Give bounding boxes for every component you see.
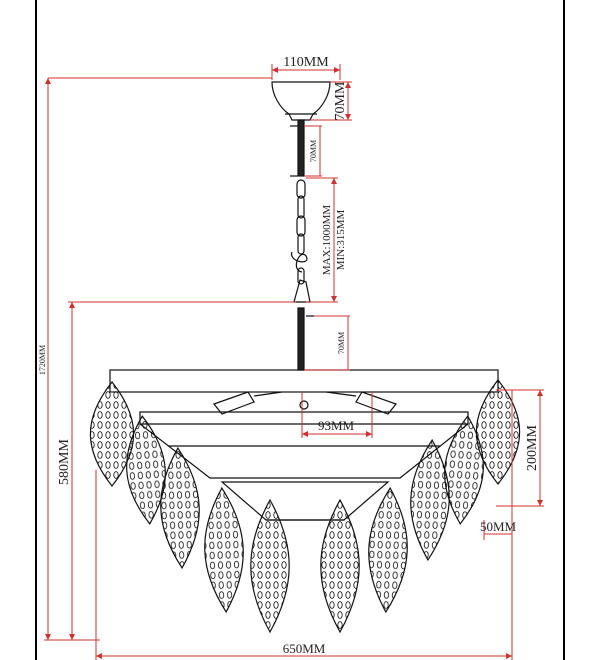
hook	[293, 279, 311, 303]
top-plate	[109, 369, 499, 393]
dimension-labels: 110MM 70MM 70MM MAX:1000MM MIN:315MM 70M…	[38, 55, 540, 656]
leaf-1	[89, 381, 135, 487]
lamp-holders	[213, 391, 397, 415]
leaf-4	[204, 486, 244, 614]
chain	[291, 179, 308, 285]
label-total-height: 1720MM	[38, 345, 47, 375]
leaf-5	[250, 498, 290, 634]
label-center-width: 93MM	[318, 418, 355, 433]
label-overall-width: 650MM	[283, 641, 326, 656]
upper-rod	[297, 119, 305, 177]
leaf-7	[368, 486, 408, 614]
leaf-6	[320, 498, 360, 634]
label-leaf-width: 50MM	[480, 519, 517, 534]
crystal-leaves	[89, 379, 521, 634]
label-body-height: 580MM	[57, 439, 72, 485]
leaf-10	[475, 379, 521, 485]
dimension-lines	[44, 64, 544, 660]
fixture	[109, 81, 499, 521]
dimension-arrows	[45, 67, 543, 659]
leaf-3	[160, 446, 200, 570]
label-rod-upper: 70MM	[309, 140, 318, 162]
leaf-8	[410, 438, 450, 562]
label-chain-min: MIN:315MM	[335, 210, 347, 271]
frame	[35, 0, 565, 660]
leaf-2	[126, 415, 166, 525]
label-leaf-height: 200MM	[525, 425, 540, 471]
lower-rod	[297, 307, 305, 371]
lower-tier	[220, 481, 390, 521]
label-canopy-height: 70MM	[333, 81, 348, 120]
label-canopy-width: 110MM	[283, 55, 329, 70]
label-chain-max: MAX:1000MM	[321, 205, 333, 276]
label-rod-lower: 70MM	[337, 332, 346, 354]
